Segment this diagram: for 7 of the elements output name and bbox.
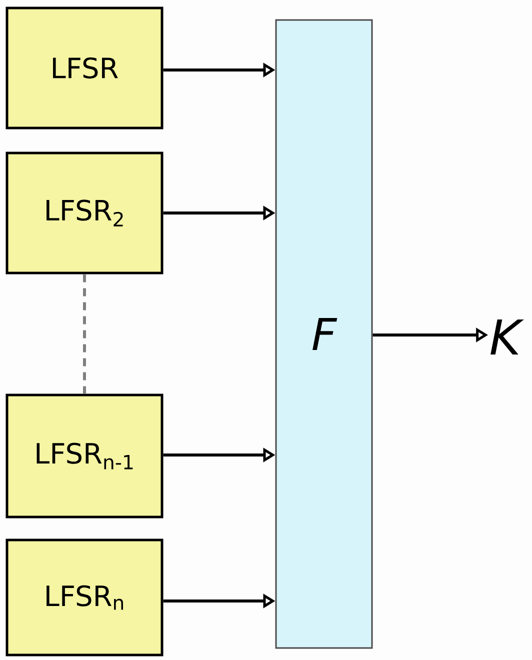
function-box: F — [275, 19, 373, 649]
register-box: LFSR$_{2}$ — [6, 152, 164, 274]
register-box: LFSR$_{n-1}$ — [6, 394, 164, 518]
register-box: LFSR$_{n}$ — [6, 538, 164, 656]
register-box: LFSR — [6, 6, 164, 130]
dashed-line — [83, 274, 86, 394]
output-label: K — [490, 320, 524, 354]
